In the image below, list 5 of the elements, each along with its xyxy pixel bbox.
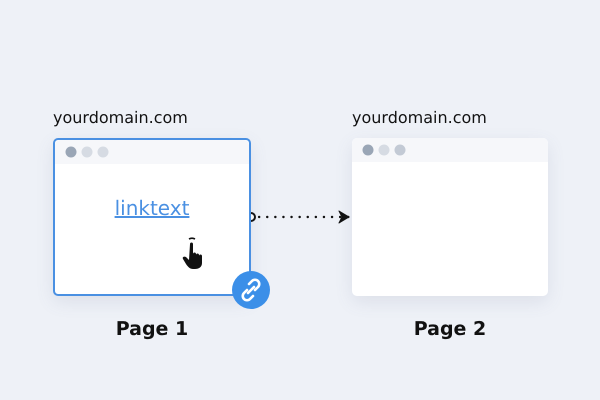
link-text: linktext	[114, 196, 190, 220]
page-label: Page 2	[412, 318, 488, 340]
domain-label: yourdomain.com	[53, 108, 188, 128]
page-label: Page 1	[114, 318, 190, 340]
domain-label: yourdomain.com	[352, 108, 487, 128]
